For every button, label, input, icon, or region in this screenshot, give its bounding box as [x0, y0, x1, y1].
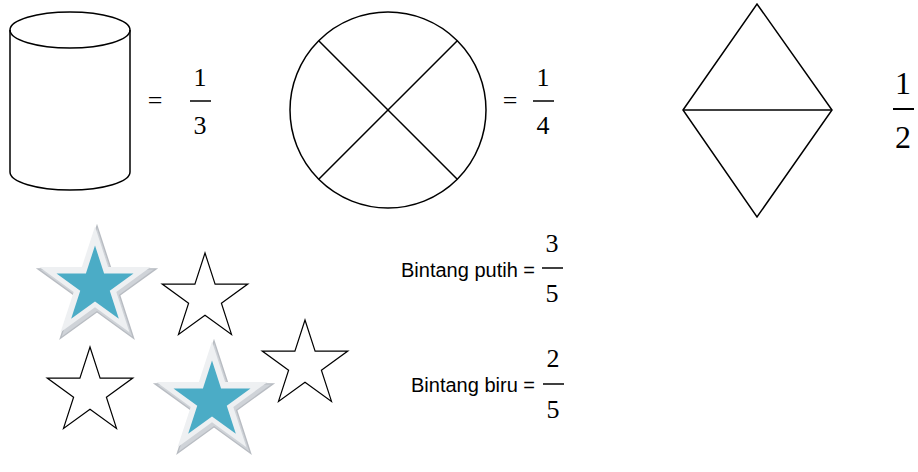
fraction-denominator: 2 [895, 120, 911, 155]
halved-diamond [683, 4, 832, 217]
fraction-numerator: 1 [895, 66, 911, 101]
white-star [47, 253, 348, 428]
star-caption: Bintang putih = [401, 259, 535, 281]
fraction-numerator: 1 [194, 64, 207, 93]
fraction-numerator: 2 [547, 345, 560, 374]
quartered-circle [290, 12, 486, 208]
fraction-denominator: 5 [547, 396, 560, 425]
cylinder-shape [10, 12, 130, 190]
equals-sign: = [503, 87, 518, 116]
fraction-numerator: 1 [537, 64, 550, 93]
fraction-numerator: 3 [546, 230, 559, 259]
fraction-denominator: 3 [194, 112, 207, 141]
equals-sign: = [148, 87, 163, 116]
blue-star [38, 226, 156, 338]
fraction-denominator: 4 [537, 112, 550, 141]
blue-star [155, 341, 273, 453]
fraction-denominator: 5 [546, 280, 559, 309]
star-caption: Bintang biru = [411, 374, 535, 396]
